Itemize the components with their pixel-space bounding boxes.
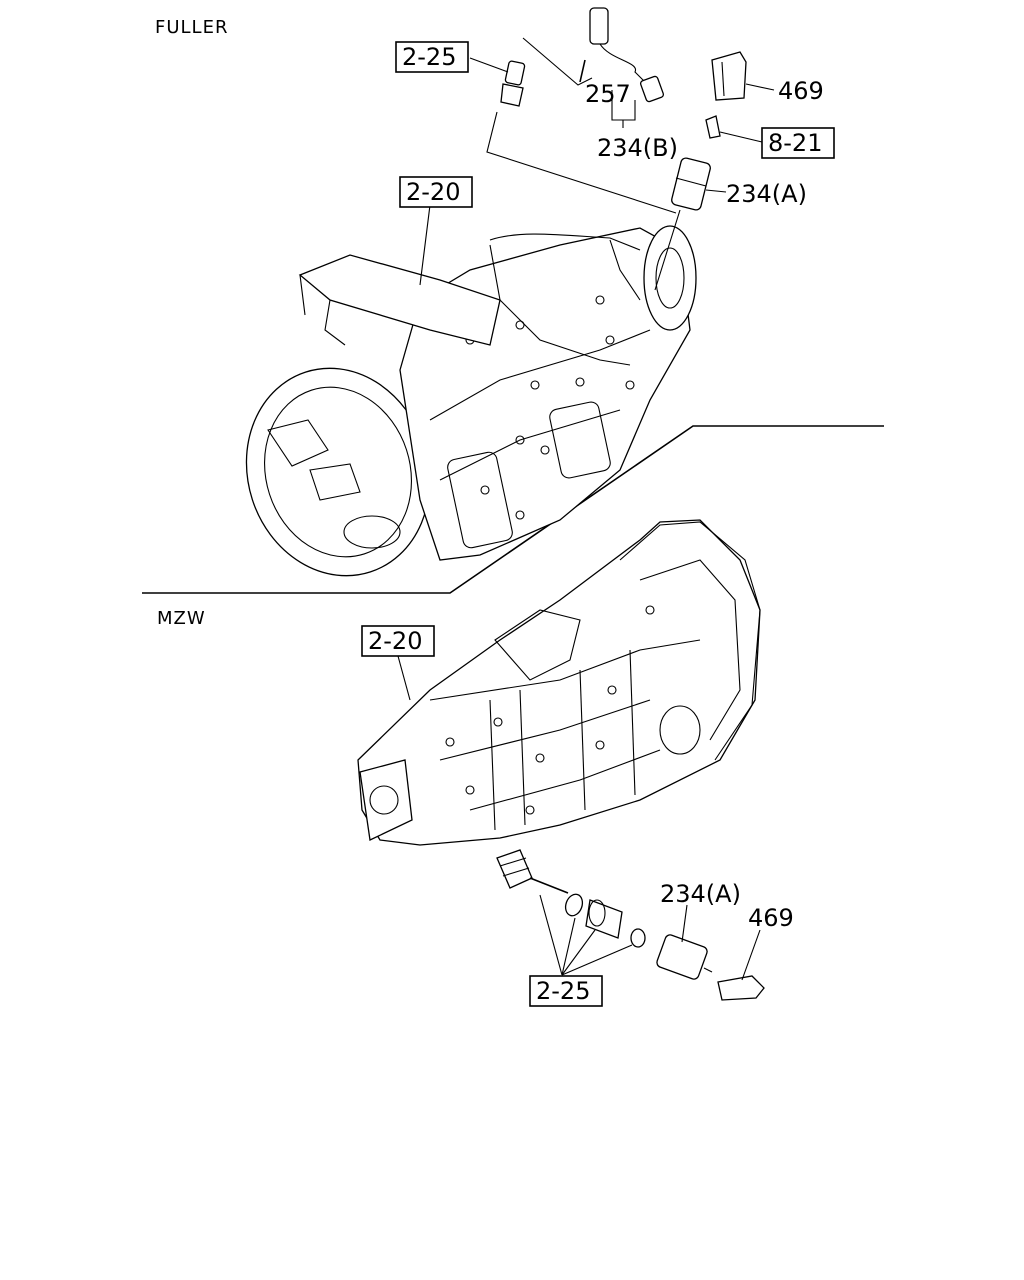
label-2-25-mzw: 2-25	[536, 977, 590, 1005]
section-label-fuller: FULLER	[155, 17, 228, 38]
label-2-20-fuller: 2-20	[406, 178, 460, 206]
mzw-leader-lines	[397, 655, 761, 981]
ref-box-2-25-fuller	[395, 41, 469, 73]
label-257: 257	[585, 80, 631, 108]
mzw-labels: 2-20 234(A) 469 2-25	[361, 625, 794, 1007]
ref-box-8-21	[761, 127, 835, 159]
fuller-leader-lines	[419, 37, 775, 291]
label-2-25-fuller: 2-25	[402, 43, 456, 71]
label-234a-fuller: 234(A)	[726, 180, 807, 208]
section-label-mzw: MZW	[157, 608, 206, 629]
label-469-mzw: 469	[748, 904, 794, 932]
label-8-21: 8-21	[768, 129, 822, 157]
mzw-sensor-parts	[496, 849, 765, 1001]
fuller-labels: 2-25 257 469 234(B) 8-21 234(A) 2-20	[395, 41, 835, 208]
label-234a-mzw: 234(A)	[660, 880, 741, 908]
mzw-transmission-illustration	[357, 519, 761, 846]
label-469-fuller: 469	[778, 77, 824, 105]
label-2-20-mzw: 2-20	[368, 627, 422, 655]
ref-box-2-25-mzw	[529, 975, 603, 1007]
label-234b: 234(B)	[597, 134, 678, 162]
ref-box-2-20-fuller	[399, 176, 473, 208]
fuller-transmission-illustration	[245, 225, 697, 577]
fuller-sensor-parts	[500, 7, 747, 211]
ref-box-2-20-mzw	[361, 625, 435, 657]
